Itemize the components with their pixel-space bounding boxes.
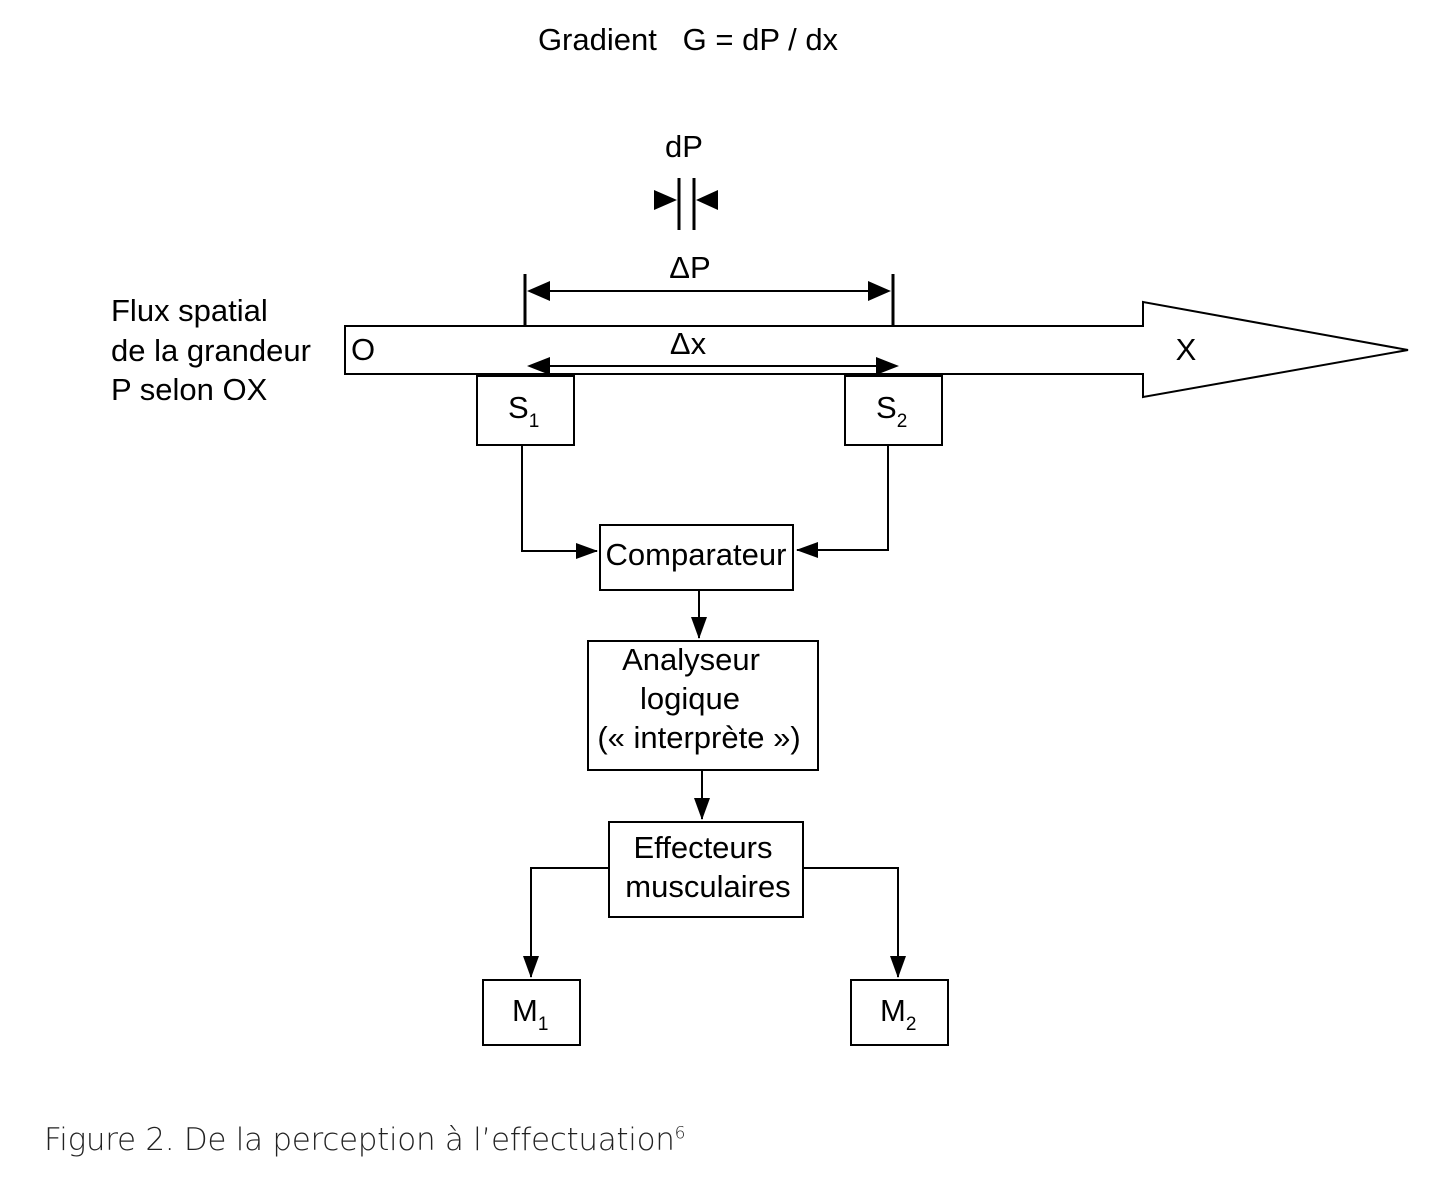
connector-s1-comparator — [521, 445, 598, 559]
flux-axis-arrow — [344, 300, 1409, 399]
muscle-m2-box: M2 — [850, 979, 949, 1046]
sensor-s2-box: S2 — [844, 375, 943, 446]
connector-s2-comparator — [796, 445, 889, 558]
origin-label: O — [351, 332, 375, 367]
connector-effectors-m1 — [523, 867, 609, 978]
analyzer-line2: logique — [640, 681, 740, 716]
figure-caption: Figure 2. De la perception à l’effectuat… — [44, 1122, 685, 1158]
muscle-m1-label: M1 — [512, 993, 548, 1035]
effectors-line2: musculaires — [625, 869, 790, 904]
delta-x-label: Δx — [670, 326, 707, 361]
comparator-box: Comparateur — [599, 524, 794, 591]
analyzer-line1: Analyseur — [622, 642, 760, 677]
delta-p-dimension — [523, 274, 895, 328]
sensor-s1-box: S1 — [476, 375, 575, 446]
delta-p-label: ΔP — [669, 250, 710, 285]
axis-x-label: X — [1176, 332, 1197, 367]
muscle-m2-label: M2 — [880, 993, 916, 1035]
muscle-m1-box: M1 — [482, 979, 581, 1046]
sensor-s1-label: S1 — [508, 390, 539, 432]
flux-label-line1: Flux spatial — [111, 293, 268, 328]
analyzer-box: Analyseur logique (« interprète ») — [587, 640, 819, 771]
dp-marker — [654, 178, 718, 230]
footnote-ref: 6 — [674, 1123, 686, 1144]
comparator-label: Comparateur — [606, 537, 787, 572]
connector-effectors-m2 — [803, 867, 906, 978]
effectors-box: Effecteurs musculaires — [608, 821, 804, 918]
diagram-title: Gradient G = dP / dx — [538, 22, 839, 57]
flux-label-line3: P selon OX — [111, 372, 268, 407]
flux-label-line2: de la grandeur — [111, 333, 311, 368]
effectors-line1: Effecteurs — [633, 830, 772, 865]
figure-caption-text: Figure 2. De la perception à l’effectuat… — [44, 1122, 675, 1158]
dp-label: dP — [665, 129, 703, 164]
sensor-s2-label: S2 — [876, 390, 907, 432]
analyzer-line3: (« interprète ») — [597, 720, 800, 755]
delta-x-dimension — [527, 357, 899, 375]
